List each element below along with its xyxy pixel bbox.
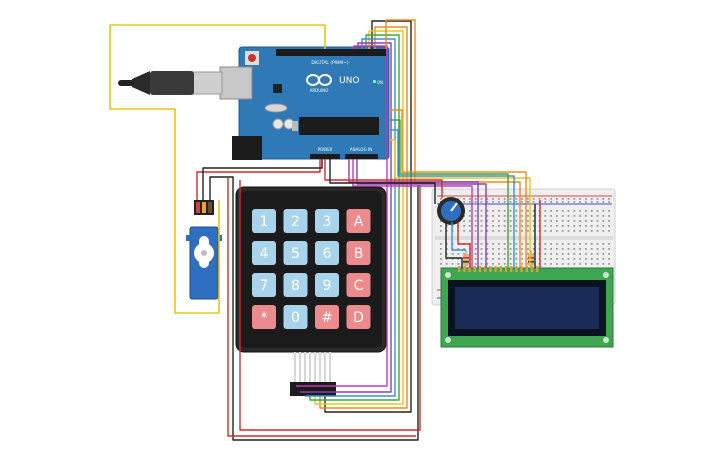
keypad-key: 0 [283,305,308,329]
keypad-key: 7 [252,273,276,297]
keypad-key: 3 [315,209,339,233]
keypad-keys: 1 2 3 A 4 5 6 B 7 8 9 C * 0 # D [252,209,371,329]
keypad-key-label: 5 [291,246,300,262]
arduino-uno-board: DIGITAL (PWM~) UNO ARDUINO ON POWER ANAL… [219,46,390,160]
keypad-key-label: D [353,310,364,326]
keypad-key-label: 9 [323,278,332,294]
wire [109,24,326,314]
power-label: POWER [318,147,333,152]
keypad-key-label: # [321,310,333,326]
wire [356,159,487,268]
keypad-key: 4 [252,241,276,265]
wire [314,30,404,405]
wire [390,109,527,268]
keypad-key: C [346,273,371,297]
keypad-key: A [346,209,371,233]
analog-label: ANALOG IN [350,147,372,152]
brand-text: ARDUINO [310,88,329,93]
wire [300,42,392,393]
potentiometer [437,197,465,225]
keypad-key: 8 [283,273,308,297]
keypad-key: D [346,305,371,329]
digital-label: DIGITAL (PWM~) [311,60,349,66]
usb-port [219,66,253,100]
on-label: ON [377,80,383,85]
keypad-key: 5 [283,241,308,265]
keypad-key: 9 [315,273,339,297]
wire [457,222,471,268]
model-text: UNO [339,76,359,86]
wire [309,34,400,401]
keypad-key: # [315,305,339,329]
usb-cable [118,71,223,95]
servo-motor [186,200,222,300]
arduino-logo [306,74,332,86]
resistor [463,250,469,270]
keypad-key-label: C [354,278,364,294]
keypad-key-label: 3 [323,214,332,230]
keypad-key-label: 8 [291,278,300,294]
lcd-display [440,266,614,348]
keypad-key: 6 [315,241,339,265]
wire [445,222,463,268]
wire [324,20,412,413]
wire [390,129,515,268]
wire [329,159,436,204]
wire [352,159,473,268]
lcd-screen [455,287,599,329]
wire [385,19,521,268]
keypad-key-label: 6 [323,246,332,262]
wire [390,119,509,268]
wire [196,159,321,200]
keypad-key-label: B [354,246,364,262]
keypad-key: B [346,241,371,265]
wire [390,139,531,268]
keypad-key: 2 [283,209,308,233]
power-jack [232,136,262,160]
wire [324,159,443,198]
keypad-key-label: 0 [291,310,300,326]
keypad-key-label: 2 [291,214,300,230]
reset-button [248,54,256,62]
keypad-4x4: 1 2 3 A 4 5 6 B 7 8 9 C * 0 # D [235,186,387,396]
microcontroller-chip [299,117,379,135]
wire [348,159,479,268]
keypad-key-label: * [261,310,268,326]
wire [296,45,388,387]
wires [109,19,541,441]
wire [209,176,419,441]
wire [451,222,466,251]
keypad-key: * [252,305,276,329]
keypad-ribbon-cable [294,352,331,382]
wire [227,178,416,437]
wire [239,180,421,431]
wire [202,159,323,200]
lcd-pin-header [458,266,539,272]
keypad-header [290,382,336,396]
keypad-key-label: 4 [260,246,269,262]
keypad-key-label: 7 [260,278,269,294]
keypad-key-label: 1 [260,214,269,230]
keypad-key: 1 [252,209,276,233]
keypad-key-label: A [354,214,364,230]
